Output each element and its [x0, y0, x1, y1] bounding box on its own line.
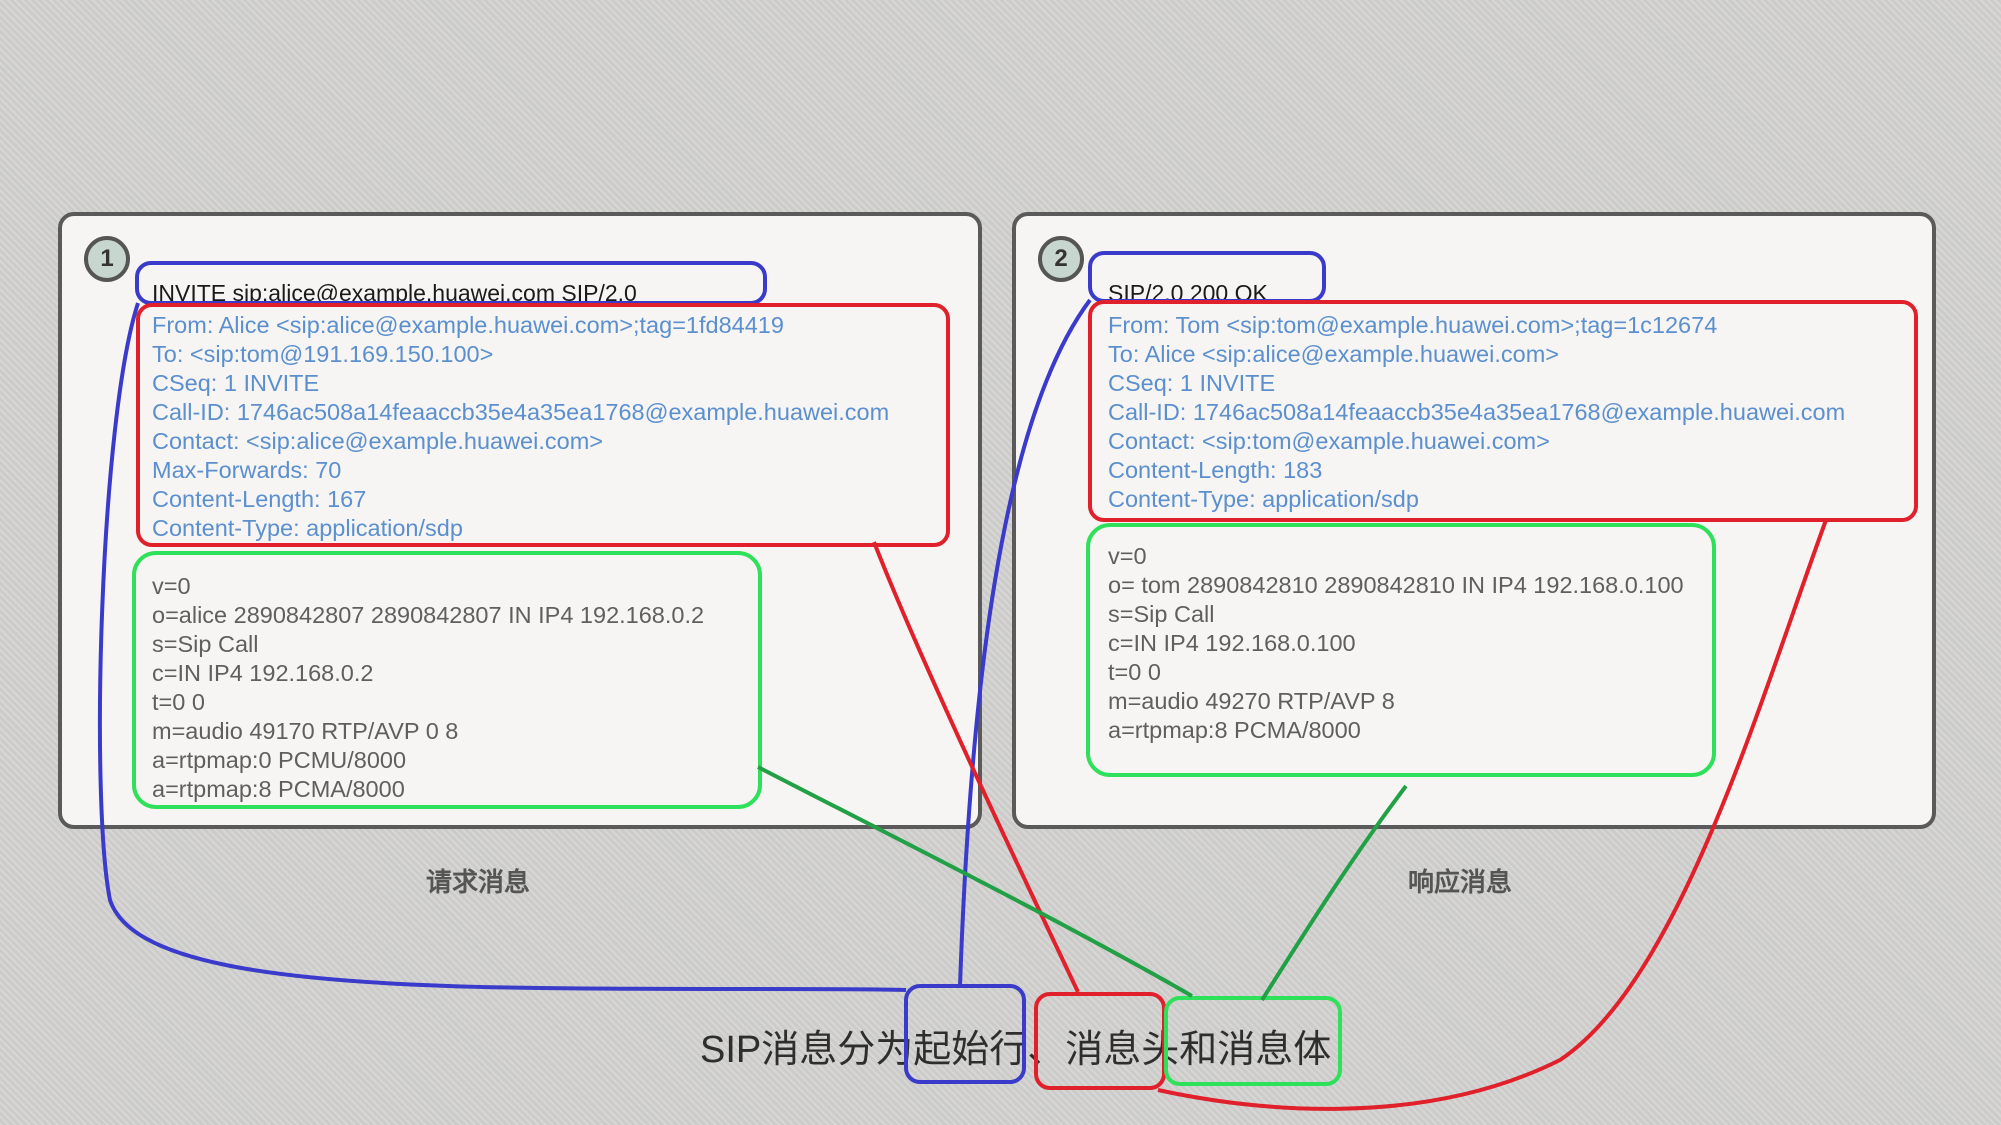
body-line: o= tom 2890842810 2890842810 IN IP4 192.…: [1108, 572, 1684, 598]
summary-text: SIP消息分为起始行、消息头和消息体: [700, 1029, 1332, 1071]
header-line: From: Tom <sip:tom@example.huawei.com>;t…: [1108, 312, 1718, 338]
header-line: CSeq: 1 INVITE: [152, 370, 320, 396]
body-line: m=audio 49270 RTP/AVP 8: [1108, 688, 1395, 714]
header-line: Contact: <sip:alice@example.huawei.com>: [152, 428, 603, 454]
body-line: s=Sip Call: [1108, 601, 1215, 627]
response-caption: 响应消息: [1407, 867, 1513, 897]
response-body: v=0 o= tom 2890842810 2890842810 IN IP4 …: [1108, 542, 1684, 745]
header-line: Max-Forwards: 70: [152, 457, 342, 483]
body-line: m=audio 49170 RTP/AVP 0 8: [152, 718, 459, 744]
step-2-badge: 2: [1038, 236, 1084, 282]
request-headers: From: Alice <sip:alice@example.huawei.co…: [152, 311, 889, 543]
request-message-panel: 1 INVITE sip:alice@example.huawei.com SI…: [58, 212, 982, 829]
header-line: CSeq: 1 INVITE: [1108, 370, 1276, 396]
request-start-line: INVITE sip:alice@example.huawei.com SIP/…: [152, 280, 637, 306]
body-line: a=rtpmap:0 PCMU/8000: [152, 747, 407, 773]
header-line: From: Alice <sip:alice@example.huawei.co…: [152, 312, 784, 338]
response-start-line: SIP/2.0 200 OK: [1108, 280, 1268, 306]
body-line: v=0: [152, 573, 191, 599]
body-line: o=alice 2890842807 2890842807 IN IP4 192…: [152, 602, 705, 628]
body-line: a=rtpmap:8 PCMA/8000: [1108, 717, 1361, 743]
response-headers: From: Tom <sip:tom@example.huawei.com>;t…: [1108, 311, 1845, 514]
body-line: t=0 0: [1108, 659, 1161, 685]
header-line: Content-Type: application/sdp: [152, 515, 463, 541]
body-line: c=IN IP4 192.168.0.100: [1108, 630, 1356, 656]
body-line: c=IN IP4 192.168.0.2: [152, 660, 374, 686]
response-message-panel: 2 SIP/2.0 200 OK From: Tom <sip:tom@exam…: [1012, 212, 1936, 829]
header-line: Call-ID: 1746ac508a14feaaccb35e4a35ea176…: [1108, 399, 1846, 425]
request-caption: 请求消息: [425, 867, 531, 897]
body-line: t=0 0: [152, 689, 205, 715]
body-line: s=Sip Call: [152, 631, 259, 657]
request-body: v=0 o=alice 2890842807 2890842807 IN IP4…: [152, 572, 704, 804]
header-line: Call-ID: 1746ac508a14feaaccb35e4a35ea176…: [152, 399, 890, 425]
header-line: Content-Type: application/sdp: [1108, 486, 1419, 512]
body-line: a=rtpmap:8 PCMA/8000: [152, 776, 405, 802]
body-line: v=0: [1108, 543, 1147, 569]
header-line: To: <sip:tom@191.169.150.100>: [152, 341, 494, 367]
step-1-badge: 1: [84, 236, 130, 282]
header-line: To: Alice <sip:alice@example.huawei.com>: [1108, 341, 1559, 367]
header-line: Contact: <sip:tom@example.huawei.com>: [1108, 428, 1550, 454]
header-line: Content-Length: 167: [152, 486, 367, 512]
header-line: Content-Length: 183: [1108, 457, 1323, 483]
